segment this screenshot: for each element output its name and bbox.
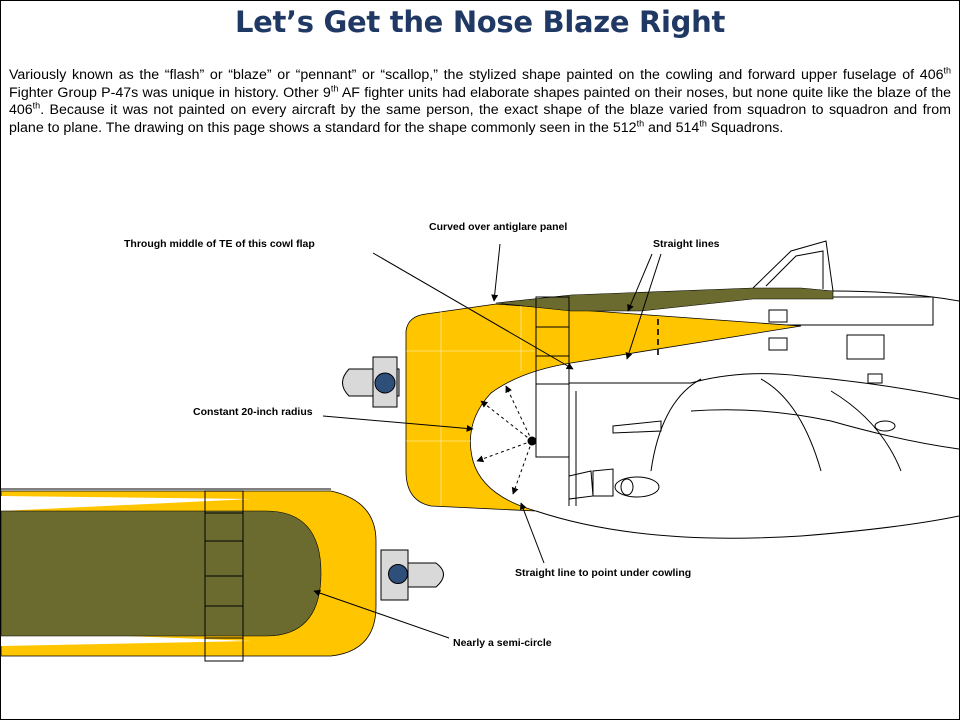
ordinal-suffix: th <box>943 65 951 76</box>
top-olive-semicircle <box>1 510 322 637</box>
top-view <box>1 488 444 662</box>
page-title: Let’s Get the Nose Blaze Right <box>234 5 726 39</box>
paragraph-text: Fighter Group P-47s was unique in histor… <box>9 84 331 101</box>
side-propeller-hub <box>342 356 400 408</box>
ordinal-suffix: th <box>330 82 339 93</box>
wing-outline <box>690 373 959 400</box>
paragraph-text: . Because it was not painted on every ai… <box>9 102 951 136</box>
exhaust-detail <box>568 470 594 500</box>
intro-paragraph: Variously known as the “flash” or “blaze… <box>9 65 951 137</box>
ordinal-suffix: th <box>636 118 645 129</box>
label-radius: Constant 20-inch radius <box>193 406 313 418</box>
top-propeller-hub <box>380 549 444 601</box>
radius-construction <box>476 385 537 495</box>
wing-root <box>650 378 702 472</box>
label-straight-lines: Straight lines <box>653 238 720 250</box>
ordinal-suffix: th <box>699 118 707 129</box>
upper-fuselage <box>832 290 959 302</box>
paragraph-text: Squadrons. <box>706 119 784 136</box>
paragraph-text: Variously known as the “flash” or “blaze… <box>9 67 944 83</box>
side-view <box>535 240 959 539</box>
label-semicircle: Nearly a semi-circle <box>453 637 552 649</box>
label-cowl-flap: Through middle of TE of this cowl flap <box>124 238 315 250</box>
paragraph-text: and 514 <box>644 119 700 136</box>
label-straight-line-point: Straight line to point under cowling <box>515 567 691 579</box>
side-antiglare-olive <box>495 287 834 312</box>
paragraph-text: AF fighter units had elaborate shapes pa… <box>9 84 951 119</box>
side-blaze-yellow <box>405 303 802 512</box>
fuselage-lower-outline <box>535 510 959 539</box>
canopy-outline <box>752 240 834 292</box>
label-antiglare: Curved over antiglare panel <box>429 221 567 233</box>
ordinal-suffix: th <box>32 100 41 111</box>
